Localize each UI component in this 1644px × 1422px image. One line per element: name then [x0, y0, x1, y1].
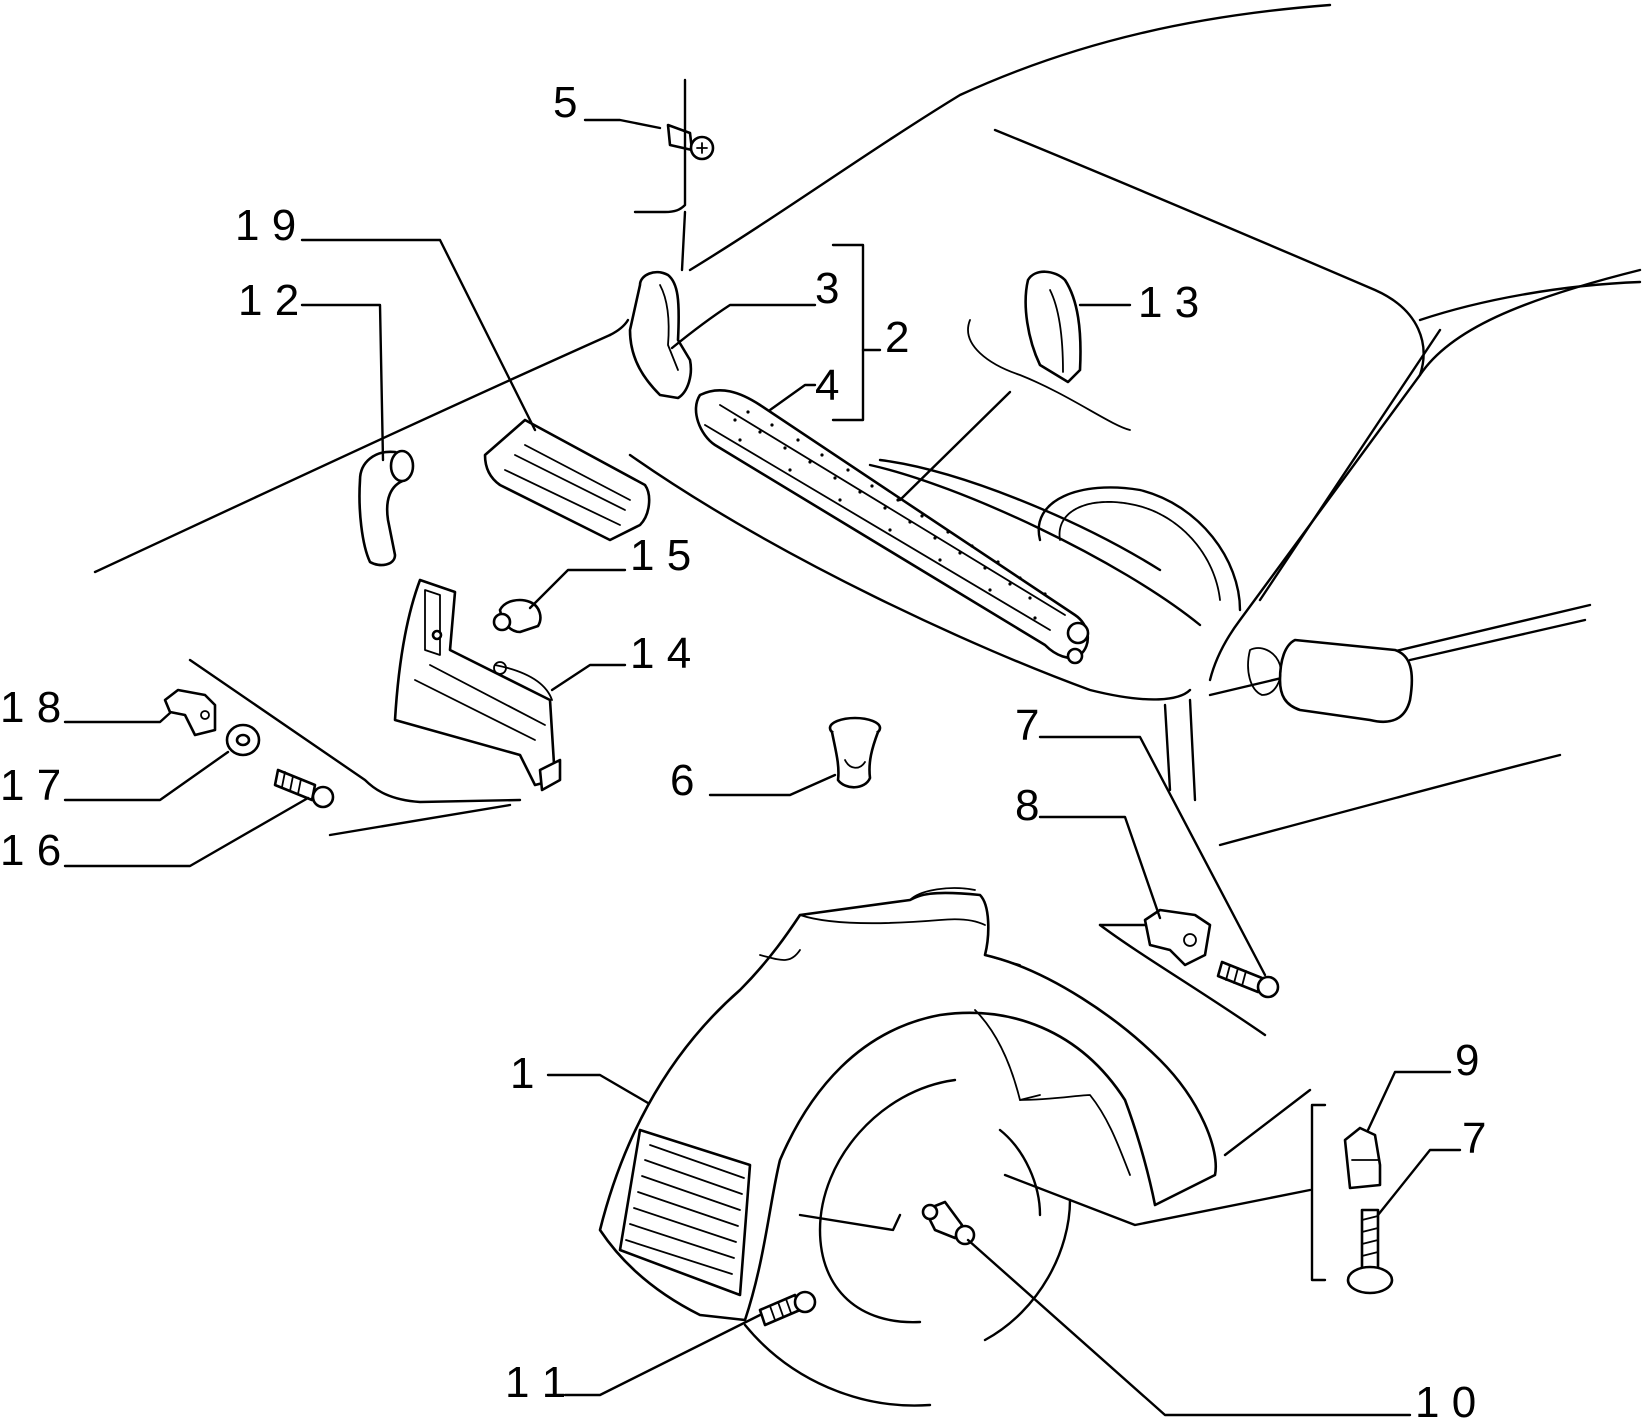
part-10-fastener	[921, 1200, 976, 1246]
callout-3: 3	[815, 264, 839, 313]
callout-16: 1 6	[0, 826, 61, 875]
callout-10: 1 0	[1415, 1378, 1476, 1422]
car-body-outline	[93, 3, 1642, 1037]
callout-labels: 1 2 3 4 5 6 7 7 8 9 1 0 1 1 1 2 1 3 1 4 …	[0, 78, 1486, 1422]
part-16-screw	[273, 768, 335, 809]
part-19-channel	[483, 418, 651, 542]
part-7-screw-lower	[1346, 1208, 1394, 1295]
leader-lines	[63, 78, 1462, 1417]
part-12-hose	[358, 449, 415, 567]
callout-7-lower: 7	[1462, 1114, 1486, 1163]
callout-4: 4	[815, 361, 839, 410]
part-1-wheel-arch-liner	[598, 887, 1218, 1322]
callout-2: 2	[885, 313, 909, 362]
part-11-screw	[758, 1290, 817, 1327]
callout-14: 1 4	[630, 629, 691, 678]
callout-5: 5	[553, 78, 577, 127]
part-7-screw-upper	[1216, 960, 1280, 999]
part-3-bracket	[628, 270, 693, 400]
part-18-clip	[163, 688, 217, 737]
part-13-clip	[1024, 270, 1082, 384]
wheel-outline	[743, 1078, 1072, 1407]
callout-13: 1 3	[1138, 278, 1199, 327]
part-4-seal-strip	[694, 388, 1090, 665]
callout-8: 8	[1015, 781, 1039, 830]
part-5-screw	[666, 123, 715, 161]
callout-9: 9	[1455, 1036, 1479, 1085]
callout-7-upper: 7	[1015, 701, 1039, 750]
callout-19: 1 9	[235, 201, 296, 250]
callout-12: 1 2	[238, 276, 299, 325]
part-14-panel	[393, 578, 562, 792]
part-9-clip	[1343, 1126, 1382, 1190]
part-8-clip	[1143, 908, 1212, 967]
part-6-bush	[828, 716, 882, 789]
callout-6: 6	[670, 756, 694, 805]
part-17-washer	[225, 723, 261, 757]
callout-11: 1 1	[505, 1358, 566, 1407]
callout-17: 1 7	[0, 761, 61, 810]
callout-1: 1	[510, 1049, 534, 1098]
callout-18: 1 8	[0, 683, 61, 732]
callout-15: 1 5	[630, 531, 691, 580]
